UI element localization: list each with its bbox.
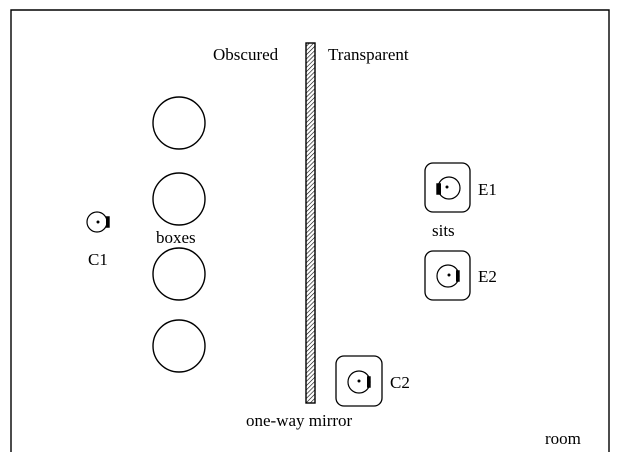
box-1 <box>152 96 206 150</box>
e2-label: E2 <box>478 267 497 286</box>
e1-seat <box>424 162 471 213</box>
room-label: room <box>545 429 581 448</box>
box-2 <box>152 172 206 226</box>
c2-seat <box>335 355 383 407</box>
c2-label: C2 <box>390 373 410 392</box>
boxes-label: boxes <box>156 228 196 247</box>
one-way-mirror <box>305 42 316 404</box>
box-3 <box>152 247 206 301</box>
mirror-label: one-way mirror <box>246 411 353 430</box>
box-4 <box>152 319 206 373</box>
c1-label: C1 <box>88 250 108 269</box>
e2-seat <box>424 250 471 301</box>
e1-label: E1 <box>478 180 497 199</box>
transparent-label: Transparent <box>328 45 409 64</box>
sits-label: sits <box>432 221 455 240</box>
c1-head-icon <box>86 211 110 233</box>
room-wall <box>10 9 610 452</box>
obscured-label: Obscured <box>213 45 279 64</box>
